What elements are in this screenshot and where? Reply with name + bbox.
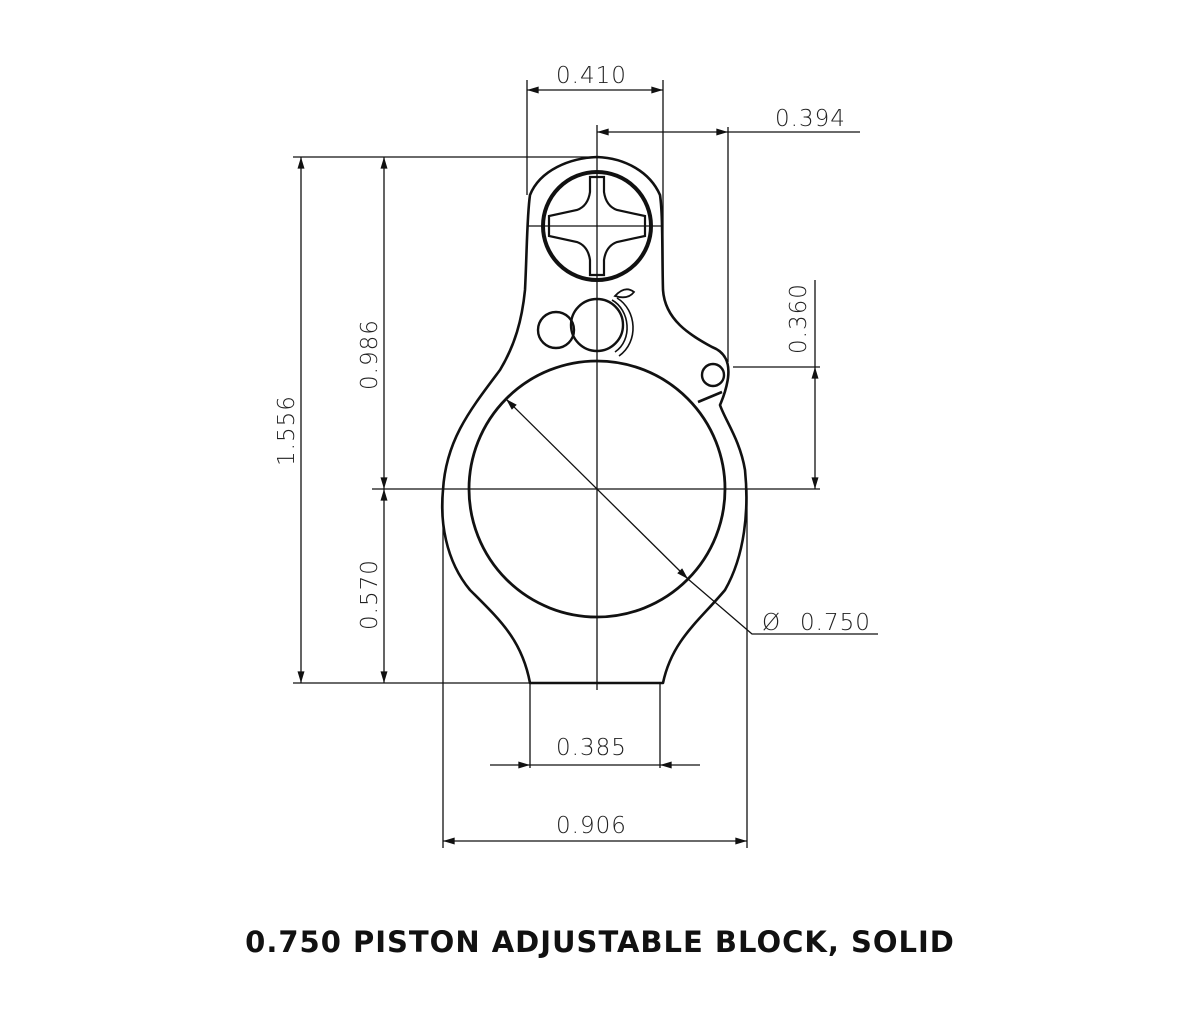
dimension-lines [297, 86, 878, 845]
extension-lines [293, 80, 820, 848]
dim-lower-height: 0.570 [357, 559, 383, 630]
part-outline [440, 155, 748, 685]
dim-overall-height: 1.556 [274, 395, 300, 466]
dim-bore-diameter: 0.750 [800, 610, 871, 636]
dim-pin-height: 0.360 [786, 283, 812, 354]
dim-top-width: 0.410 [556, 63, 627, 89]
dim-upper-height: 0.986 [357, 319, 383, 390]
dim-diameter-symbol: Ø [762, 610, 781, 636]
dim-overall-width: 0.906 [556, 813, 627, 839]
dim-bottom-flat-width: 0.385 [556, 735, 627, 761]
drawing-title: 0.750 PISTON ADJUSTABLE BLOCK, SOLID [245, 925, 955, 959]
dim-offset-right: 0.394 [775, 106, 846, 132]
